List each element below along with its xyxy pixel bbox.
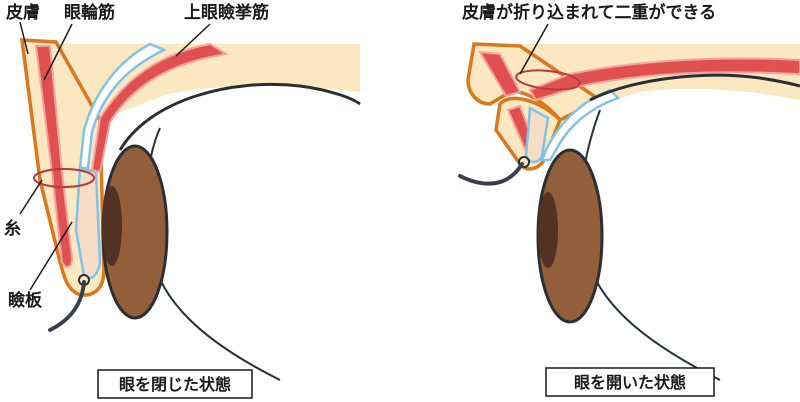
open-pupil (538, 192, 558, 268)
label-fold: 皮膚が折り込まれて二重ができる (462, 2, 716, 23)
closed-leader-orbicularis (43, 23, 73, 81)
label-tarsus: 瞼板 (8, 290, 43, 311)
open-caption-box (545, 367, 715, 397)
open-levator-muscle (528, 57, 800, 102)
open-eyelash (458, 162, 524, 186)
label-skin: 皮膚 (6, 2, 40, 23)
open-eye-panel (458, 23, 800, 381)
open-iris (536, 148, 604, 324)
open-thread-loop (515, 69, 581, 91)
closed-leader-thread (19, 179, 43, 215)
label-thread: 糸 (4, 218, 21, 239)
closed-leader-tarsus (29, 221, 73, 291)
open-orbit-outline (589, 73, 800, 102)
closed-thread-loop (33, 168, 95, 188)
open-levator-aponeurosis (540, 88, 621, 162)
closed-levator-muscle (90, 42, 229, 174)
closed-caption-box (97, 369, 253, 399)
label-levator: 上眼瞼挙筋 (184, 2, 269, 23)
label-orbicularis: 眼輪筋 (64, 2, 115, 23)
closed-levator-aponeurosis (78, 42, 168, 170)
closed-leader-levator (175, 23, 211, 57)
closed-eyelash (48, 280, 86, 332)
closed-orbit-outline (118, 82, 361, 151)
closed-caption: 眼を閉じた状態 (119, 375, 231, 394)
open-orbicularis-muscle (478, 50, 522, 98)
open-caption: 眼を開いた状態 (574, 373, 686, 392)
closed-orbicularis-muscle (34, 45, 74, 268)
closed-eye-panel (19, 21, 361, 381)
open-leader-fold (519, 23, 549, 75)
closed-pupil (102, 186, 122, 266)
closed-leader-skin (19, 21, 29, 55)
